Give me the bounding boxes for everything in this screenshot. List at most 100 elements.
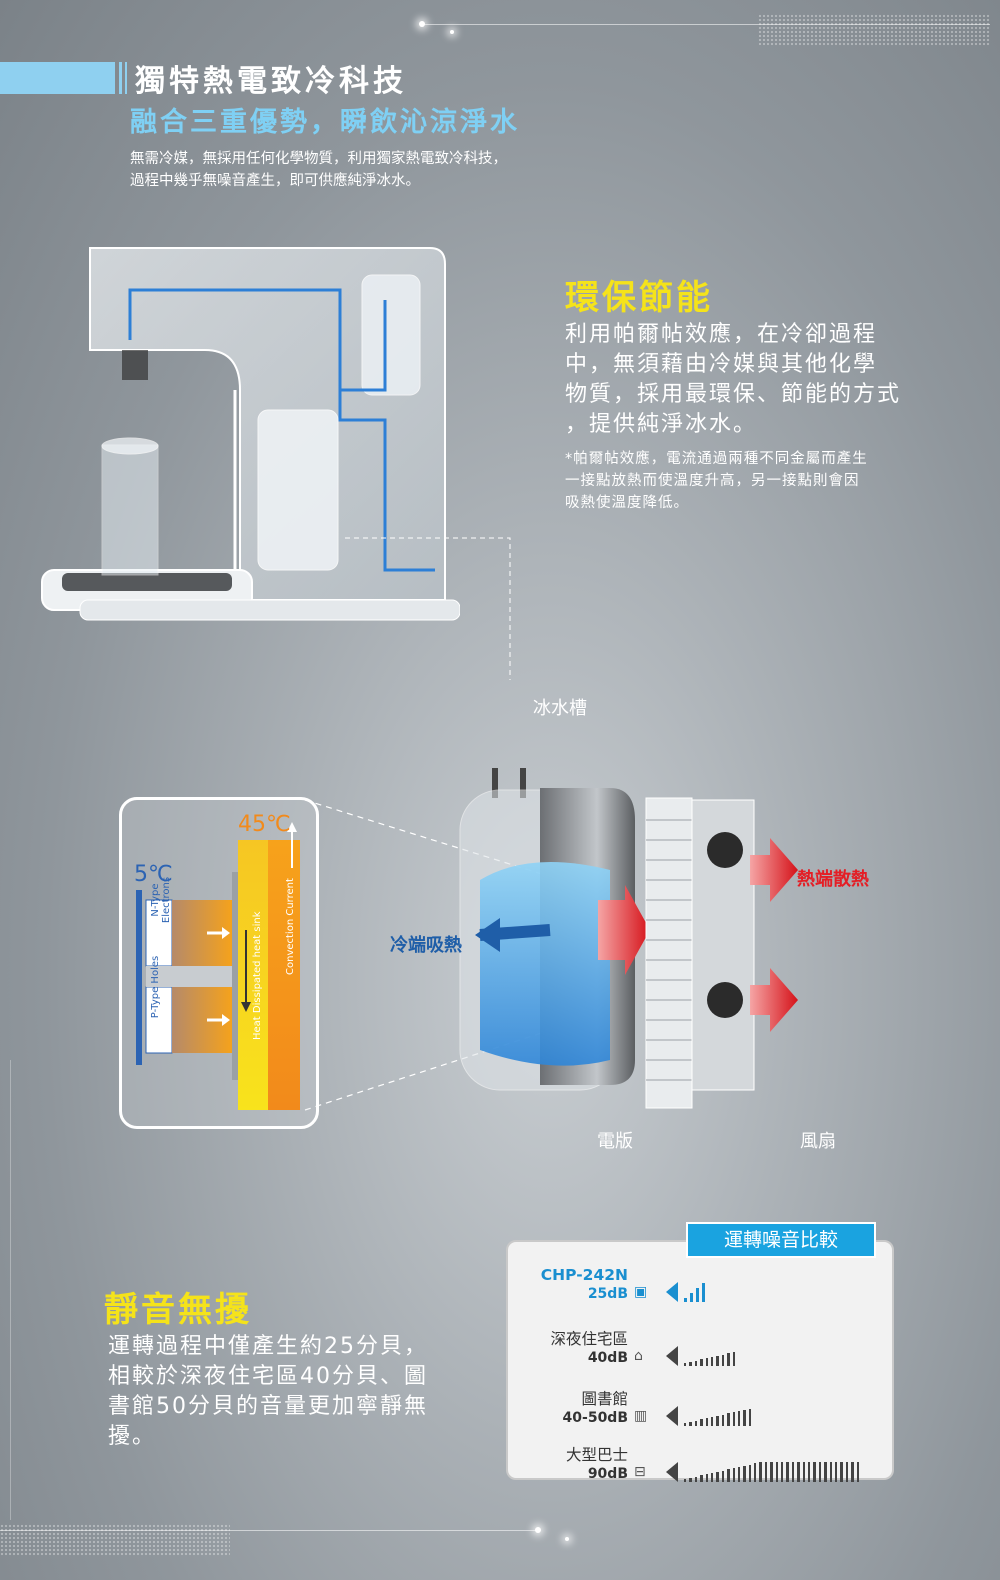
noise-bar	[727, 1413, 730, 1426]
eco-body-line: ，提供純淨冰水。	[565, 412, 758, 437]
noise-bar	[696, 1288, 699, 1302]
eco-title: 環保節能	[565, 278, 713, 318]
noise-bar	[732, 1352, 735, 1366]
page-subtitle: 融合三重優勢，瞬飲沁涼淨水	[130, 107, 520, 138]
noise-bar	[781, 1462, 784, 1482]
noise-bar	[829, 1462, 832, 1482]
noise-level-bars	[684, 1460, 859, 1482]
page-title: 獨特熱電致冷科技	[135, 64, 407, 99]
noise-source-label: CHP-242N	[540, 1266, 628, 1284]
noise-bar	[689, 1421, 692, 1426]
noise-bar	[791, 1462, 795, 1482]
noise-chart-tag: 運轉噪音比較	[686, 1222, 876, 1258]
noise-bar	[727, 1469, 730, 1482]
noise-bar	[684, 1298, 687, 1302]
noise-row-name: 深夜住宅區 40dB	[550, 1330, 628, 1368]
convection-label: Convection Current	[285, 878, 296, 975]
speaker-icon	[666, 1282, 678, 1302]
deco-line-top	[420, 24, 990, 25]
noise-bar	[824, 1462, 827, 1482]
noise-bar	[845, 1462, 849, 1482]
deco-line-bottom	[0, 1530, 540, 1531]
book-icon: ▥	[634, 1408, 648, 1424]
glow-dot	[535, 1527, 541, 1533]
quiet-body-line: 書館50分貝的音量更加寧靜無	[108, 1394, 428, 1419]
noise-bar	[813, 1462, 816, 1482]
noise-row-name: CHP-242N 25dB	[541, 1266, 628, 1304]
noise-bar	[702, 1283, 705, 1302]
accent-tick	[119, 62, 122, 94]
noise-level-label: 40dB	[587, 1350, 628, 1366]
eco-body-line: 中，無須藉由冷媒與其他化學	[565, 352, 878, 377]
noise-bar	[721, 1470, 725, 1482]
noise-bar	[716, 1415, 719, 1426]
noise-bar	[727, 1353, 730, 1366]
peltier-note: *帕爾帖效應，電流通過兩種不同金屬而產生 一接點放熱而使溫度升高，另一接點則會因…	[565, 448, 868, 514]
note-line: 吸熱使溫度降低。	[565, 495, 689, 511]
noise-bar	[716, 1355, 719, 1366]
noise-source-label: 圖書館	[581, 1390, 628, 1408]
dot-pattern-top	[758, 14, 990, 46]
note-line: *帕爾帖效應，電流通過兩種不同金屬而產生	[565, 451, 868, 467]
p-type-label: P-Type Holes	[150, 955, 161, 1019]
speaker-icon	[666, 1462, 678, 1482]
noise-bar	[743, 1409, 746, 1426]
noise-bar	[684, 1363, 687, 1366]
noise-bar	[807, 1462, 811, 1482]
noise-bar	[802, 1462, 805, 1482]
noise-bar	[710, 1357, 714, 1366]
quiet-title: 靜音無擾	[104, 1290, 252, 1330]
bus-icon: ⊟	[634, 1464, 646, 1480]
noise-source-label: 深夜住宅區	[550, 1330, 628, 1348]
noise-bar	[851, 1462, 854, 1482]
hot-side-label: 熱端散熱	[797, 869, 869, 890]
fan-label: 風扇	[800, 1131, 836, 1152]
noise-bar	[705, 1358, 708, 1366]
intro-line: 過程中幾乎無噪音產生，即可供應純淨冰水。	[130, 173, 420, 189]
noise-level-bars	[684, 1344, 735, 1366]
eco-body-line: 物質，採用最環保、節能的方式	[565, 382, 902, 407]
noise-bar	[721, 1354, 725, 1366]
glow-dot	[419, 21, 425, 27]
noise-bar	[716, 1471, 719, 1482]
noise-bar	[694, 1476, 698, 1482]
glow-dot	[565, 1537, 569, 1541]
n-type-label: N-Type Electrons	[150, 876, 172, 924]
noise-bar	[684, 1423, 687, 1426]
noise-bar	[705, 1418, 708, 1426]
noise-bar	[775, 1462, 779, 1482]
noise-level-bars	[684, 1280, 705, 1302]
noise-bar	[818, 1462, 822, 1482]
noise-bar	[700, 1475, 703, 1482]
cold-side-label: 冷端吸熱	[390, 935, 462, 956]
glow-dot	[450, 30, 454, 34]
noise-bar	[748, 1408, 752, 1426]
speaker-icon	[666, 1406, 678, 1426]
quiet-body: 運轉過程中僅產生約25分貝， 相較於深夜住宅區40分貝、圖 書館50分貝的音量更…	[108, 1332, 428, 1452]
accent-bar	[0, 62, 115, 94]
hot-temp-label: 45℃	[238, 812, 291, 837]
note-line: 一接點放熱而使溫度升高，另一接點則會因	[565, 473, 860, 489]
water-dispenser-icon: ▣	[634, 1284, 648, 1300]
noise-level-bars	[684, 1404, 752, 1426]
noise-bar	[700, 1359, 703, 1366]
cold-temp-label: 5℃	[134, 862, 173, 887]
noise-bar	[710, 1417, 714, 1426]
dot-pattern-bottom	[0, 1524, 230, 1556]
noise-bar	[759, 1462, 762, 1482]
house-icon: ⌂	[634, 1348, 643, 1364]
noise-bar	[748, 1464, 752, 1482]
noise-bar	[700, 1419, 703, 1426]
eco-body: 利用帕爾帖效應，在冷卻過程 中，無須藉由冷媒與其他化學 物質，採用最環保、節能的…	[565, 320, 901, 440]
noise-bar	[689, 1477, 692, 1482]
quiet-body-line: 擾。	[108, 1424, 157, 1449]
noise-bar	[856, 1462, 859, 1482]
noise-bar	[786, 1462, 789, 1482]
speaker-icon	[666, 1346, 678, 1366]
noise-bar	[797, 1462, 800, 1482]
noise-bar	[721, 1414, 725, 1426]
noise-level-label: 25dB	[587, 1286, 628, 1302]
noise-bar	[689, 1361, 692, 1366]
